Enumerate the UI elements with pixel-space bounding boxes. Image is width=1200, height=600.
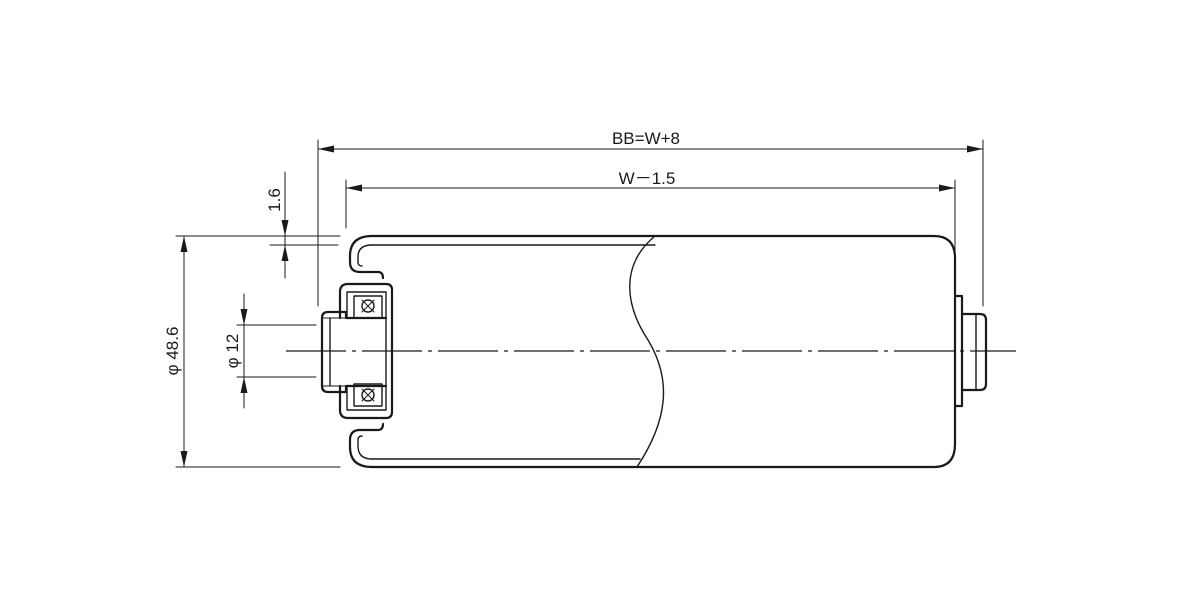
overall-length-label: BB=W+8: [612, 129, 680, 148]
dimension-shaft-diameter: φ 12: [223, 293, 317, 409]
dimension-roller-diameter: φ 48.6: [163, 235, 341, 468]
bearing-housing: [320, 282, 394, 420]
right-shaft: [953, 294, 988, 408]
shaft-diameter-label: φ 12: [223, 334, 242, 369]
tube-length-label: W－1.5: [619, 169, 676, 188]
roller-diameter-label: φ 48.6: [163, 327, 182, 376]
wall-thickness-label: 1.6: [265, 188, 284, 212]
dimension-wall-thickness: 1.6: [265, 171, 339, 279]
dimension-tube-length: W－1.5: [345, 169, 956, 291]
break-line: [629, 235, 665, 468]
dimension-overall: BB=W+8: [317, 129, 984, 307]
roller-tube: [348, 234, 957, 469]
